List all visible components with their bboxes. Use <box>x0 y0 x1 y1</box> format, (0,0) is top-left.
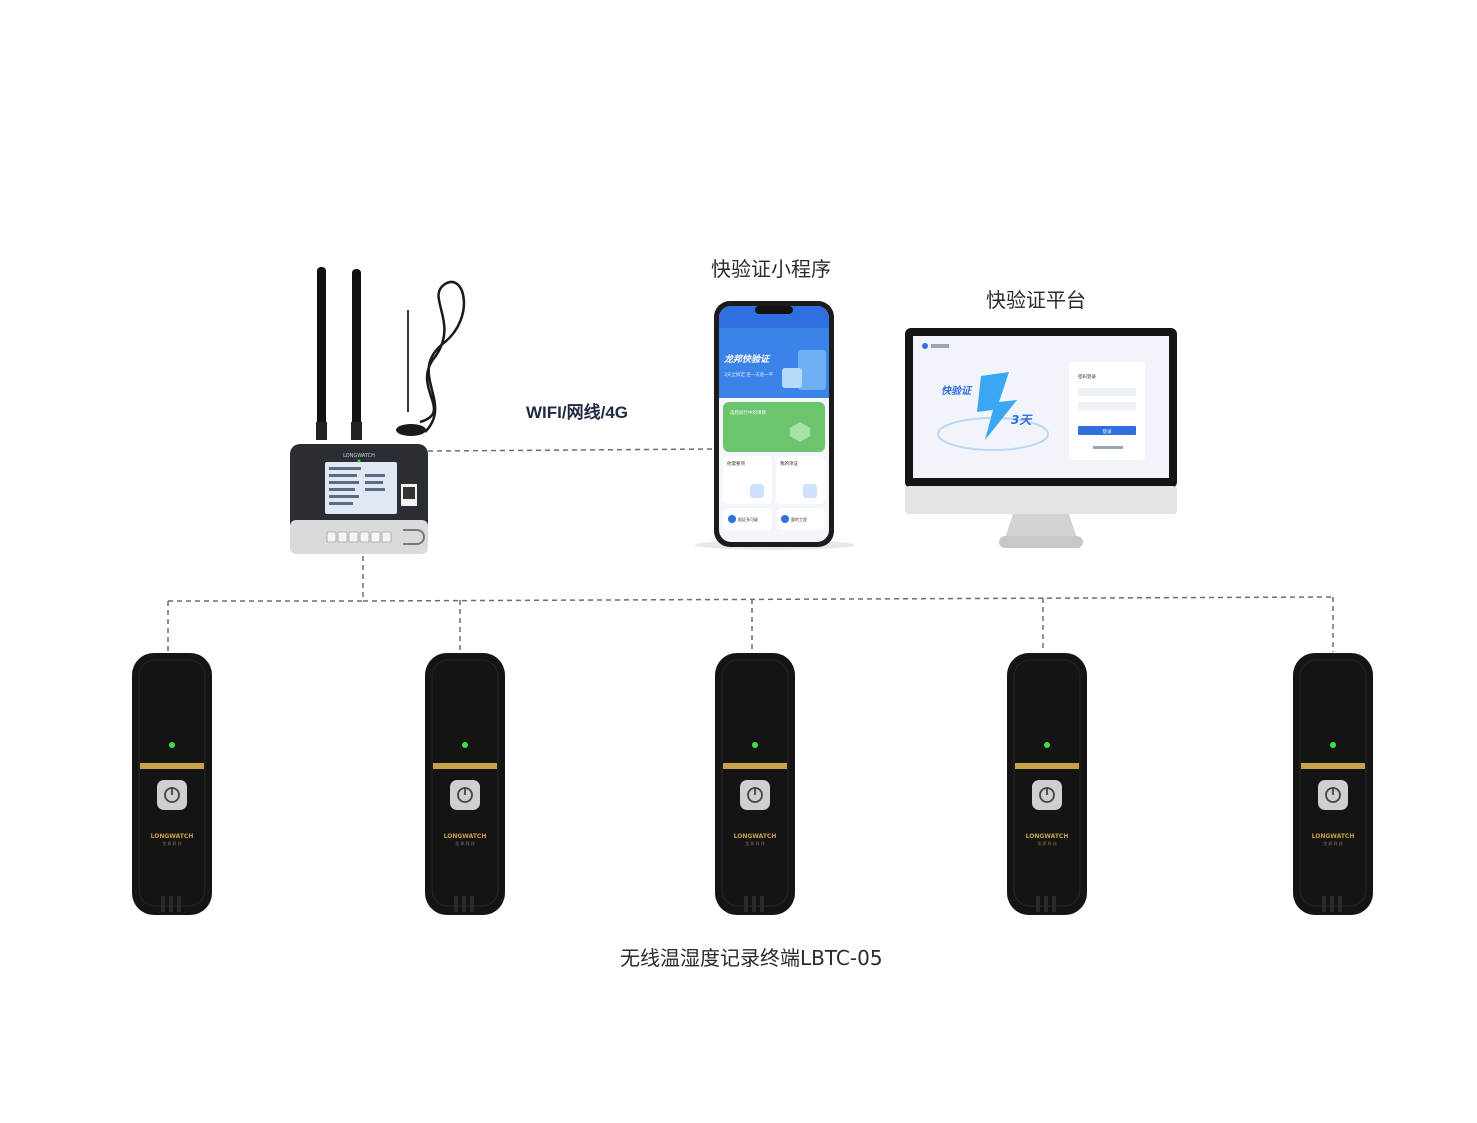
mini-program-label: 快验证小程序 <box>711 257 831 281</box>
sensor-caption: 无线温湿度记录终端LBTC-05 <box>620 946 883 970</box>
phone-app-title: 龙邦快验证 <box>723 354 771 365</box>
sensor-brand: LONGWATCH <box>444 833 487 840</box>
phone-banner-slogan: 3天全搞定 还一天验一平 <box>724 371 774 378</box>
phone-tile-1: 他需要项 <box>727 460 745 467</box>
sensor-brand: LONGWATCH <box>1312 833 1355 840</box>
phone-tile-4: 量的工程 <box>791 516 807 522</box>
monitor-hero-title: 快验证 <box>941 385 973 397</box>
platform-label: 快验证平台 <box>986 288 1086 312</box>
sensor-brand: LONGWATCH <box>1026 833 1069 840</box>
sensor-brand: LONGWATCH <box>151 833 194 840</box>
sensor-device-4: LONGWATCH 龙 邦 科 技 <box>1007 653 1087 915</box>
phone-image: 龙邦快验证 3天全搞定 还一天验一平 选检验行中的项目 他需要项 我的项证 报证… <box>695 301 855 550</box>
connection-label: WIFI/网线/4G <box>526 403 628 422</box>
phone-tile-3: 报证多可级 <box>738 516 758 522</box>
monitor-login-title: 密码登录 <box>1078 373 1096 380</box>
monitor-login-button: 登录 <box>1103 428 1112 435</box>
sensor-brand-sub: 龙 邦 科 技 <box>162 840 182 846</box>
gateway-device-image: LONGWATCH <box>290 267 466 554</box>
monitor-image: 快验证 3天 密码登录 登录 <box>905 328 1177 548</box>
sensor-device-2: LONGWATCH 龙 邦 科 技 <box>425 653 505 915</box>
sensor-brand-sub: 龙 邦 科 技 <box>1037 840 1057 846</box>
sensor-brand-sub: 龙 邦 科 技 <box>455 840 475 846</box>
monitor-hero-badge: 3天 <box>1011 413 1033 427</box>
sensor-brand-sub: 龙 邦 科 技 <box>745 840 765 846</box>
sensor-device-5: LONGWATCH 龙 邦 科 技 <box>1293 653 1373 915</box>
sensor-brand: LONGWATCH <box>734 833 777 840</box>
phone-tile-2: 我的项证 <box>780 460 798 467</box>
sensor-device-1: LONGWATCH 龙 邦 科 技 <box>132 653 212 915</box>
sensor-brand-sub: 龙 邦 科 技 <box>1323 840 1343 846</box>
sensor-device-3: LONGWATCH 龙 邦 科 技 <box>715 653 795 915</box>
gateway-brand: LONGWATCH <box>343 453 375 459</box>
phone-card-text: 选检验行中的项目 <box>730 409 766 416</box>
